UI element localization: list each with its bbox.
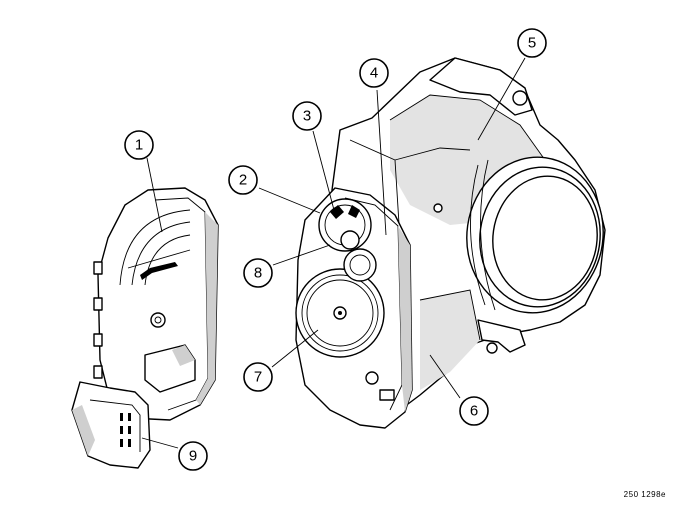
callout-5-label: 5 <box>528 35 536 52</box>
throttle-sector-gear <box>295 268 385 358</box>
callout-6: 6 <box>459 396 489 426</box>
callout-6-label: 6 <box>470 403 478 420</box>
callout-2: 2 <box>228 165 258 195</box>
callout-9-label: 9 <box>189 448 197 465</box>
connector-pins <box>120 413 131 447</box>
callout-2-label: 2 <box>239 172 247 189</box>
callout-7-label: 7 <box>254 369 262 386</box>
electrical-connector <box>71 381 151 469</box>
sensor-cover <box>93 187 219 421</box>
leader-lines <box>141 57 526 449</box>
callout-4-label: 4 <box>370 65 378 82</box>
motor-pinion-gear <box>318 198 372 252</box>
callout-9: 9 <box>178 441 208 471</box>
callout-4: 4 <box>359 58 389 88</box>
gear-housing <box>295 187 413 429</box>
leader-4 <box>376 89 387 236</box>
callout-1: 1 <box>124 130 154 160</box>
callout-8: 8 <box>243 258 273 288</box>
reference-code: 250 1298e <box>623 490 666 499</box>
leader-6 <box>429 354 461 399</box>
callout-8-label: 8 <box>254 265 262 282</box>
leader-9 <box>141 437 179 449</box>
leader-8 <box>272 244 331 266</box>
leader-3 <box>312 130 335 211</box>
callout-7: 7 <box>243 362 273 392</box>
leader-5 <box>477 57 526 141</box>
leader-7 <box>271 329 319 368</box>
callout-1-label: 1 <box>135 137 143 154</box>
leader-2 <box>258 187 321 214</box>
callout-5: 5 <box>517 28 547 58</box>
callout-3-label: 3 <box>303 108 311 125</box>
callout-3: 3 <box>292 101 322 131</box>
leader-1 <box>146 157 163 233</box>
